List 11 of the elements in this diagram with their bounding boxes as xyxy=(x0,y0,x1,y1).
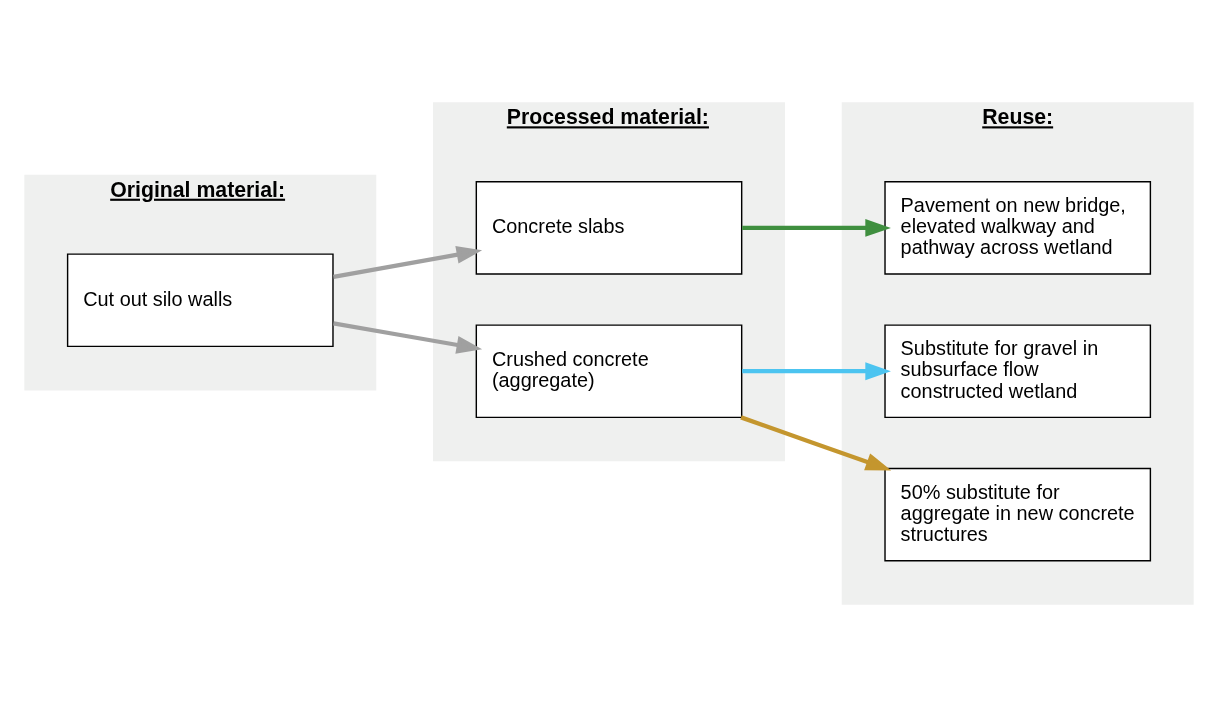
arrow xyxy=(742,361,891,380)
node-box: Crushed concrete (aggregate) xyxy=(475,323,743,418)
node-box: Substitute for gravel in subsurface flow constructed wetland xyxy=(884,323,1152,418)
arrow xyxy=(740,414,892,470)
node-box: Concrete slabs xyxy=(475,180,743,275)
arrow xyxy=(333,245,483,279)
arrow xyxy=(742,218,891,237)
node-box: Pavement on new bridge, elevated walkway and pathway across wetland xyxy=(884,180,1152,275)
node-box: 50% substitute for aggregate in new concrete structures xyxy=(884,467,1152,561)
arrow xyxy=(333,320,483,354)
node-box: Cut out silo walls xyxy=(66,252,334,347)
